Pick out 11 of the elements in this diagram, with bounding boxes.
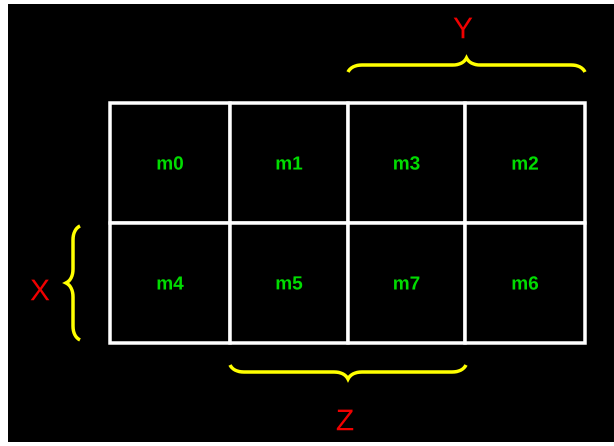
variable-label: Z [336, 410, 354, 430]
kmap-cell: m6 [463, 221, 587, 345]
kmap-cell: m5 [228, 221, 350, 345]
kmap-cell: m2 [463, 101, 587, 225]
kmap-cell: m1 [228, 101, 350, 225]
kmap-cell: m4 [108, 221, 232, 345]
kmap-cell: m0 [108, 101, 232, 225]
kmap-cell: m7 [346, 221, 467, 345]
variable-label: Y [454, 18, 472, 38]
variable-label: X [30, 280, 50, 300]
kmap-cell: m3 [346, 101, 467, 225]
